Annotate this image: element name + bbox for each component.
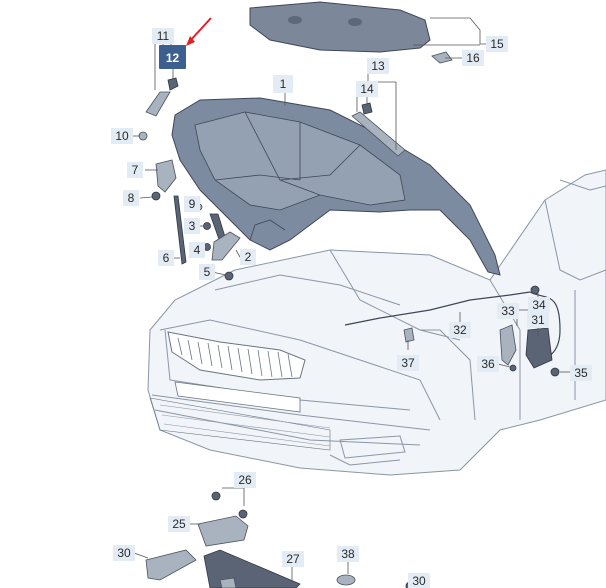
part-number: 33 xyxy=(501,304,515,318)
part-label[interactable]: 3 xyxy=(184,218,200,234)
part-number: 14 xyxy=(360,82,374,96)
part-number: 16 xyxy=(466,51,480,65)
part-label[interactable]: 30 xyxy=(113,545,135,561)
part-number: 4 xyxy=(194,243,201,257)
part-label[interactable]: 7 xyxy=(127,162,143,178)
part-number: 38 xyxy=(341,547,355,561)
part-label[interactable]: 36 xyxy=(477,356,499,372)
part-label[interactable]: 11 xyxy=(152,28,174,44)
part-label[interactable]: 37 xyxy=(397,355,419,371)
part-label[interactable]: 5 xyxy=(199,264,215,280)
part-label[interactable]: 10 xyxy=(111,128,133,144)
part-label[interactable]: 13 xyxy=(367,58,389,74)
part-number: 34 xyxy=(532,298,546,312)
part-label[interactable]: 15 xyxy=(486,36,508,52)
part-number: 35 xyxy=(574,366,588,380)
part-label[interactable]: 25 xyxy=(168,516,190,532)
highlighted-part-label[interactable]: 12 xyxy=(159,45,186,69)
part-number: 26 xyxy=(238,473,252,487)
part-number: 1 xyxy=(280,77,287,91)
lower-parts xyxy=(145,491,415,588)
part-number: 25 xyxy=(172,517,186,531)
part-label[interactable]: 1 xyxy=(273,75,293,93)
highlighted-part-number: 12 xyxy=(166,51,180,65)
part-number: 5 xyxy=(204,265,211,279)
part-number: 2 xyxy=(245,250,252,264)
part-number: 36 xyxy=(481,357,495,371)
part-label[interactable]: 4 xyxy=(189,242,205,258)
part-number: 15 xyxy=(490,37,504,51)
part-number: 11 xyxy=(157,29,170,43)
part-label[interactable]: 34 xyxy=(528,297,550,313)
part-label[interactable]: 9 xyxy=(184,196,200,212)
part-number: 37 xyxy=(401,356,415,370)
part-labels: 11 1 10 7 8 9 3 4 2 6 5 13 14 15 16 26 2… xyxy=(111,28,592,588)
highlight-arrow xyxy=(186,17,212,46)
part-number: 30 xyxy=(412,574,426,588)
part-label[interactable]: 2 xyxy=(240,249,256,265)
part-label[interactable]: 30 xyxy=(408,573,430,588)
part-label[interactable]: 27 xyxy=(282,551,304,567)
insulation-mat xyxy=(249,1,453,64)
seal-strip-left xyxy=(145,77,179,117)
part-number: 27 xyxy=(286,552,300,566)
part-label[interactable]: 14 xyxy=(356,81,378,97)
part-number: 6 xyxy=(163,251,170,265)
part-number: 13 xyxy=(371,59,385,73)
part-label[interactable]: 31 xyxy=(527,312,549,328)
part-label[interactable]: 35 xyxy=(570,365,592,381)
part-label[interactable]: 8 xyxy=(123,190,139,206)
part-label[interactable]: 33 xyxy=(497,303,519,319)
part-number: 10 xyxy=(115,129,129,143)
part-label[interactable]: 38 xyxy=(337,546,359,562)
part-number: 8 xyxy=(128,191,135,205)
release-cable xyxy=(344,285,561,377)
bonnet xyxy=(171,97,501,276)
front-grille xyxy=(149,331,331,451)
part-number: 31 xyxy=(531,313,545,327)
left-small-parts xyxy=(138,131,241,281)
part-label[interactable]: 32 xyxy=(449,322,471,338)
part-label[interactable]: 16 xyxy=(462,50,484,66)
part-number: 3 xyxy=(189,219,196,233)
part-number: 7 xyxy=(132,163,139,177)
part-number: 30 xyxy=(117,546,131,560)
part-label[interactable]: 6 xyxy=(158,250,174,266)
part-number: 9 xyxy=(189,197,196,211)
part-label[interactable]: 26 xyxy=(234,472,256,488)
part-number: 32 xyxy=(453,323,467,337)
